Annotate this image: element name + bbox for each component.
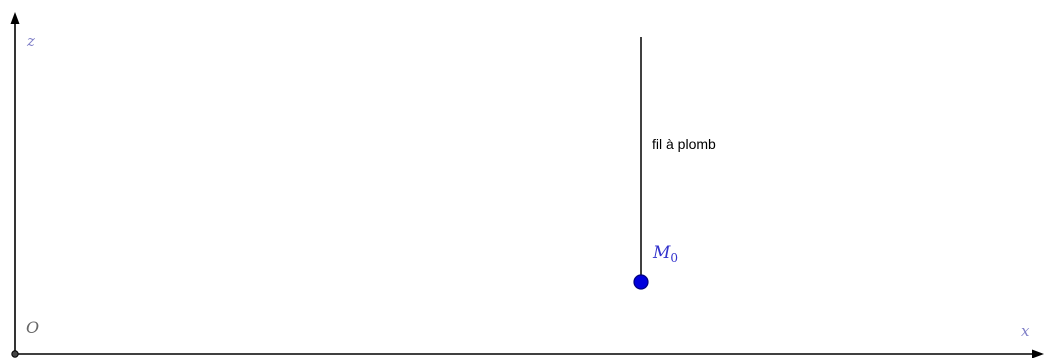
- x-axis-label: x: [1021, 322, 1030, 340]
- x-axis-arrowhead: [1032, 349, 1044, 358]
- z-axis-label: z: [26, 32, 35, 50]
- point-m0-label-main: M: [652, 243, 671, 263]
- point-m0: [633, 274, 649, 290]
- plumb-line-label: fil à plomb: [652, 136, 716, 152]
- origin-label: O: [26, 318, 39, 337]
- origin-point: [11, 350, 19, 358]
- point-m0-label-subscript: 0: [670, 251, 678, 265]
- point-m0-label: M0: [652, 243, 678, 265]
- z-axis-arrowhead: [10, 12, 20, 24]
